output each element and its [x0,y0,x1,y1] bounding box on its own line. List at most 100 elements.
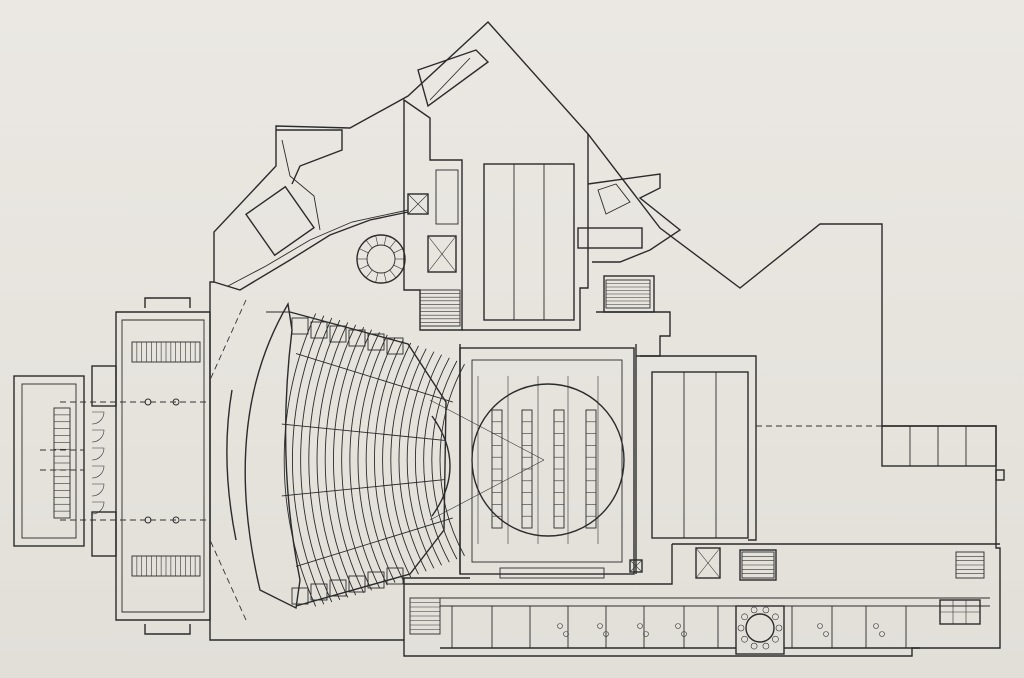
spiral-tread [389,269,397,278]
stage-lift-rows [477,376,599,544]
spiral-tread [383,272,387,283]
seat-row [406,351,435,569]
service-cores [403,98,463,331]
fixture [597,623,603,629]
chair [750,642,758,650]
box-south [310,583,328,601]
main-stage [429,344,643,579]
chair [762,606,770,614]
door-swing [91,447,105,461]
seating-aisle [295,517,453,567]
seat-row [423,357,450,563]
northeast-wing [577,173,682,357]
seat-row [382,342,412,578]
seat-row [414,354,442,566]
seat-row [365,337,396,583]
seating-aisle [281,479,446,497]
spiral-tread [365,240,373,249]
door-swing [91,465,105,479]
spiral-tread [375,235,379,246]
spiral-stair [357,235,405,283]
column-marker [144,398,152,406]
column-marker [144,516,152,524]
fixture [603,631,609,637]
box-north [367,333,385,351]
chair [741,635,748,643]
box-south [348,575,366,593]
south-wing [404,543,1000,655]
round-table-seats [737,606,783,650]
seat-row [431,360,458,560]
door-swing [91,411,105,425]
chair [741,613,748,621]
fixture [879,631,885,637]
side-stage [640,355,882,541]
fixture [563,631,569,637]
seat-row [316,322,349,598]
fixture [557,623,563,629]
box-south [386,567,404,585]
northeast-stair [605,279,651,309]
fixture [823,631,829,637]
west-stairs [53,341,201,577]
seat-row [308,319,341,601]
chair [750,606,758,614]
fixture [681,631,687,637]
column-marker [172,516,180,524]
fixture [873,623,879,629]
west-doors [91,411,105,515]
seat-row [349,332,380,588]
seating-aisle [281,423,446,441]
door-swing [91,483,105,497]
seat-row [439,363,465,557]
chair [772,635,779,643]
fixture [643,631,649,637]
box-north [329,325,347,343]
spiral-tread [375,272,379,283]
side-boxes [291,317,404,605]
box-south [329,579,347,597]
spiral-tread [365,269,373,278]
spiral-tread [359,264,369,270]
south-stairs [409,551,985,635]
fixture [675,623,681,629]
chair [772,613,779,621]
seating-aisle [295,353,453,403]
spiral-tread [389,240,397,249]
box-north [310,321,328,339]
seat-row [300,317,333,603]
chair [775,624,783,632]
spiral-tread [393,248,403,254]
chair [762,642,770,650]
chair [737,624,745,632]
auditorium-seating [281,313,465,607]
seat-row [324,324,357,596]
door-swing [91,501,105,515]
box-north [291,317,309,335]
fixture [817,623,823,629]
fixture [637,623,643,629]
seat-row [341,329,373,591]
spiral-tread [393,264,403,270]
rehearsal-hall [462,134,589,331]
core-stair [419,289,461,327]
seat-row [390,345,419,575]
column-marker [172,398,180,406]
seat-row [357,334,388,586]
seat-row [374,339,404,581]
seat-row [291,315,325,605]
south-room-row [440,606,920,649]
spiral-tread [359,248,369,254]
box-north [348,329,366,347]
door-swing [91,429,105,443]
seat-row [398,348,427,572]
box-south [367,571,385,589]
seat-row [283,313,317,607]
seat-row [333,327,365,593]
east-rooms [881,425,997,467]
building-outline [209,21,1005,657]
spiral-tread [383,235,387,246]
box-north [386,337,404,355]
